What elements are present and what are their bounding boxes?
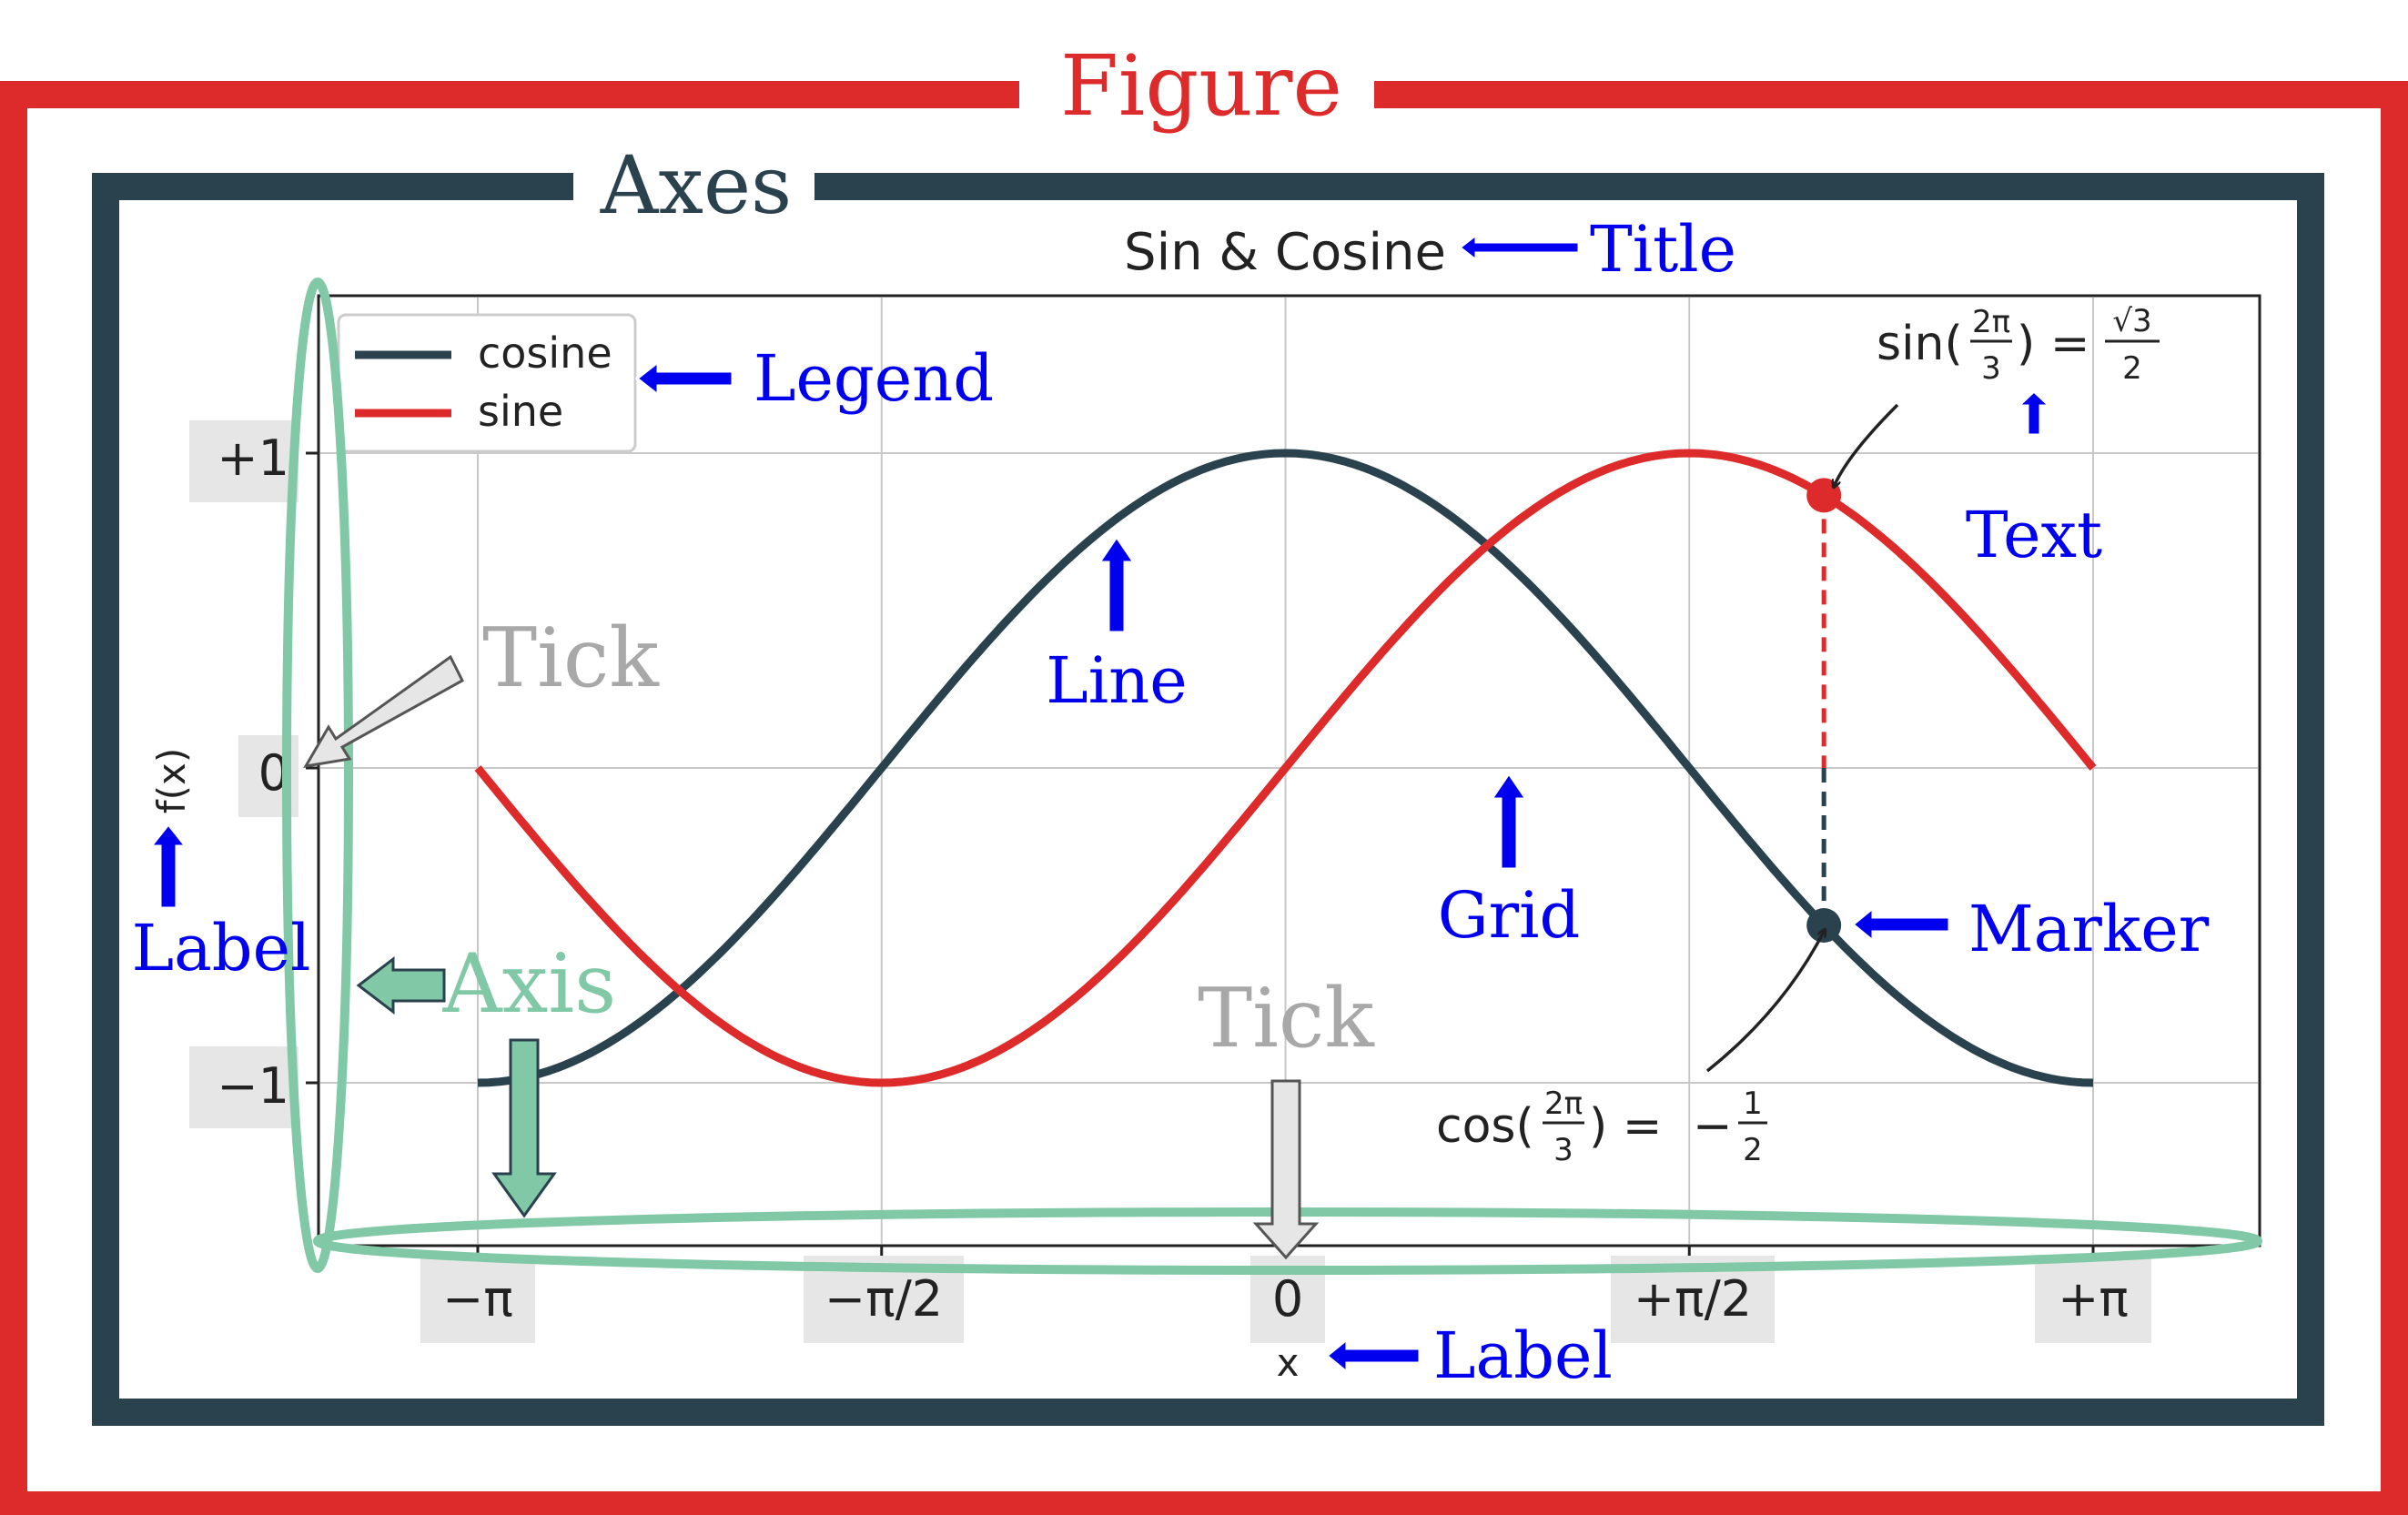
- cosine-annotation-arrow: [1705, 930, 1825, 1073]
- y-axis-highlight: [282, 278, 353, 1273]
- cosine-value-annotation: cos( 2π 3 ) = − 1 2: [1436, 1086, 1767, 1168]
- arrow-left-icon: [1457, 231, 1581, 264]
- sine-annotation-prefix: sin(: [1877, 317, 1963, 371]
- cosine-annotation-prefix: cos(: [1436, 1099, 1534, 1154]
- y-tick-label: +1: [217, 429, 289, 487]
- cosine-annotation-denominator: 3: [1553, 1132, 1573, 1168]
- y-tick-label: −1: [217, 1057, 289, 1115]
- axes-frame: Axes: [92, 136, 2324, 1426]
- tick-arrow-down-icon: [1252, 1079, 1320, 1260]
- axes-border: [92, 173, 2324, 1426]
- y-tick-label-bg: [189, 1046, 298, 1128]
- callout-labels: Title Legend Text Line Tick Grid Marker …: [132, 212, 2210, 1393]
- x-axis-label: x: [1277, 1340, 1300, 1385]
- cosine-annotation-numerator: 2π: [1544, 1086, 1583, 1122]
- callout-line: Line: [1046, 643, 1187, 718]
- arrow-left-icon: [1850, 904, 1951, 944]
- legend-label-cosine: cosine: [478, 328, 612, 378]
- callout-title: Title: [1590, 212, 1736, 287]
- x-tick-label-bg: [2035, 1256, 2151, 1343]
- x-tick-label: −π/2: [825, 1270, 943, 1328]
- axis-arrow-left-icon: [356, 955, 446, 1015]
- arrow-up-icon: [2015, 389, 2053, 437]
- legend-label-sine: sine: [478, 387, 563, 436]
- x-tick-label: +π/2: [1634, 1270, 1752, 1328]
- callout-arrows: [147, 231, 2053, 1376]
- cosine-annotation-minus: −: [1693, 1099, 1733, 1154]
- axes-label: Axes: [600, 138, 792, 232]
- sine-annotation-result-denominator: 2: [2122, 350, 2142, 387]
- callout-axis: Axis: [442, 936, 617, 1032]
- sine-annotation-denominator: 3: [1981, 350, 2001, 387]
- y-axis-label: f(x): [149, 748, 194, 813]
- arrow-up-icon: [147, 822, 189, 910]
- cosine-annotation-result-denominator: 2: [1743, 1132, 1763, 1168]
- arrow-left-icon: [634, 359, 734, 399]
- sine-value-annotation: sin( 2π 3 ) = √3 2: [1877, 303, 2160, 387]
- cosine-annotation-result-numerator: 1: [1743, 1086, 1763, 1122]
- tick-arrow-icon: [303, 654, 464, 769]
- figure-label: Figure: [1060, 37, 1342, 135]
- callout-text: Text: [1966, 498, 2102, 572]
- figure-frame: Figure: [0, 37, 2408, 1515]
- y-tick-labels: +1 0 −1: [189, 420, 298, 1128]
- callout-label-y: Label: [132, 911, 311, 985]
- callout-label-x: Label: [1433, 1318, 1613, 1393]
- figure-label-bg: [1019, 50, 1374, 141]
- callout-grid: Grid: [1438, 878, 1581, 953]
- legend: cosine sine: [337, 313, 637, 453]
- arrow-up-icon: [1489, 771, 1529, 871]
- x-tick-label: −π: [442, 1270, 513, 1328]
- sine-annotation-result-numerator: √3: [2112, 303, 2151, 339]
- callout-tick-y: Tick: [482, 611, 660, 706]
- axes-label-bg: [573, 136, 814, 232]
- sine-annotation-equals: ) =: [2017, 317, 2089, 371]
- callout-marker: Marker: [1968, 892, 2210, 966]
- callout-legend: Legend: [754, 341, 994, 416]
- x-tick-label: 0: [1272, 1270, 1303, 1328]
- arrow-up-icon: [1097, 534, 1137, 634]
- sine-annotation-numerator: 2π: [1972, 304, 2010, 340]
- cosine-annotation-equals: ) =: [1589, 1099, 1662, 1154]
- axis-arrow-down-icon: [491, 1038, 557, 1218]
- x-tick-label: +π: [2058, 1270, 2129, 1328]
- cosine-marker: [1806, 908, 1842, 943]
- arrow-left-icon: [1324, 1336, 1422, 1376]
- x-tick-label-bg: [420, 1256, 535, 1343]
- sine-annotation-arrow: [1834, 403, 1899, 487]
- callout-tick-x: Tick: [1198, 971, 1375, 1066]
- y-tick-label-bg: [189, 420, 298, 502]
- chart-title: Sin & Cosine: [1124, 223, 1446, 282]
